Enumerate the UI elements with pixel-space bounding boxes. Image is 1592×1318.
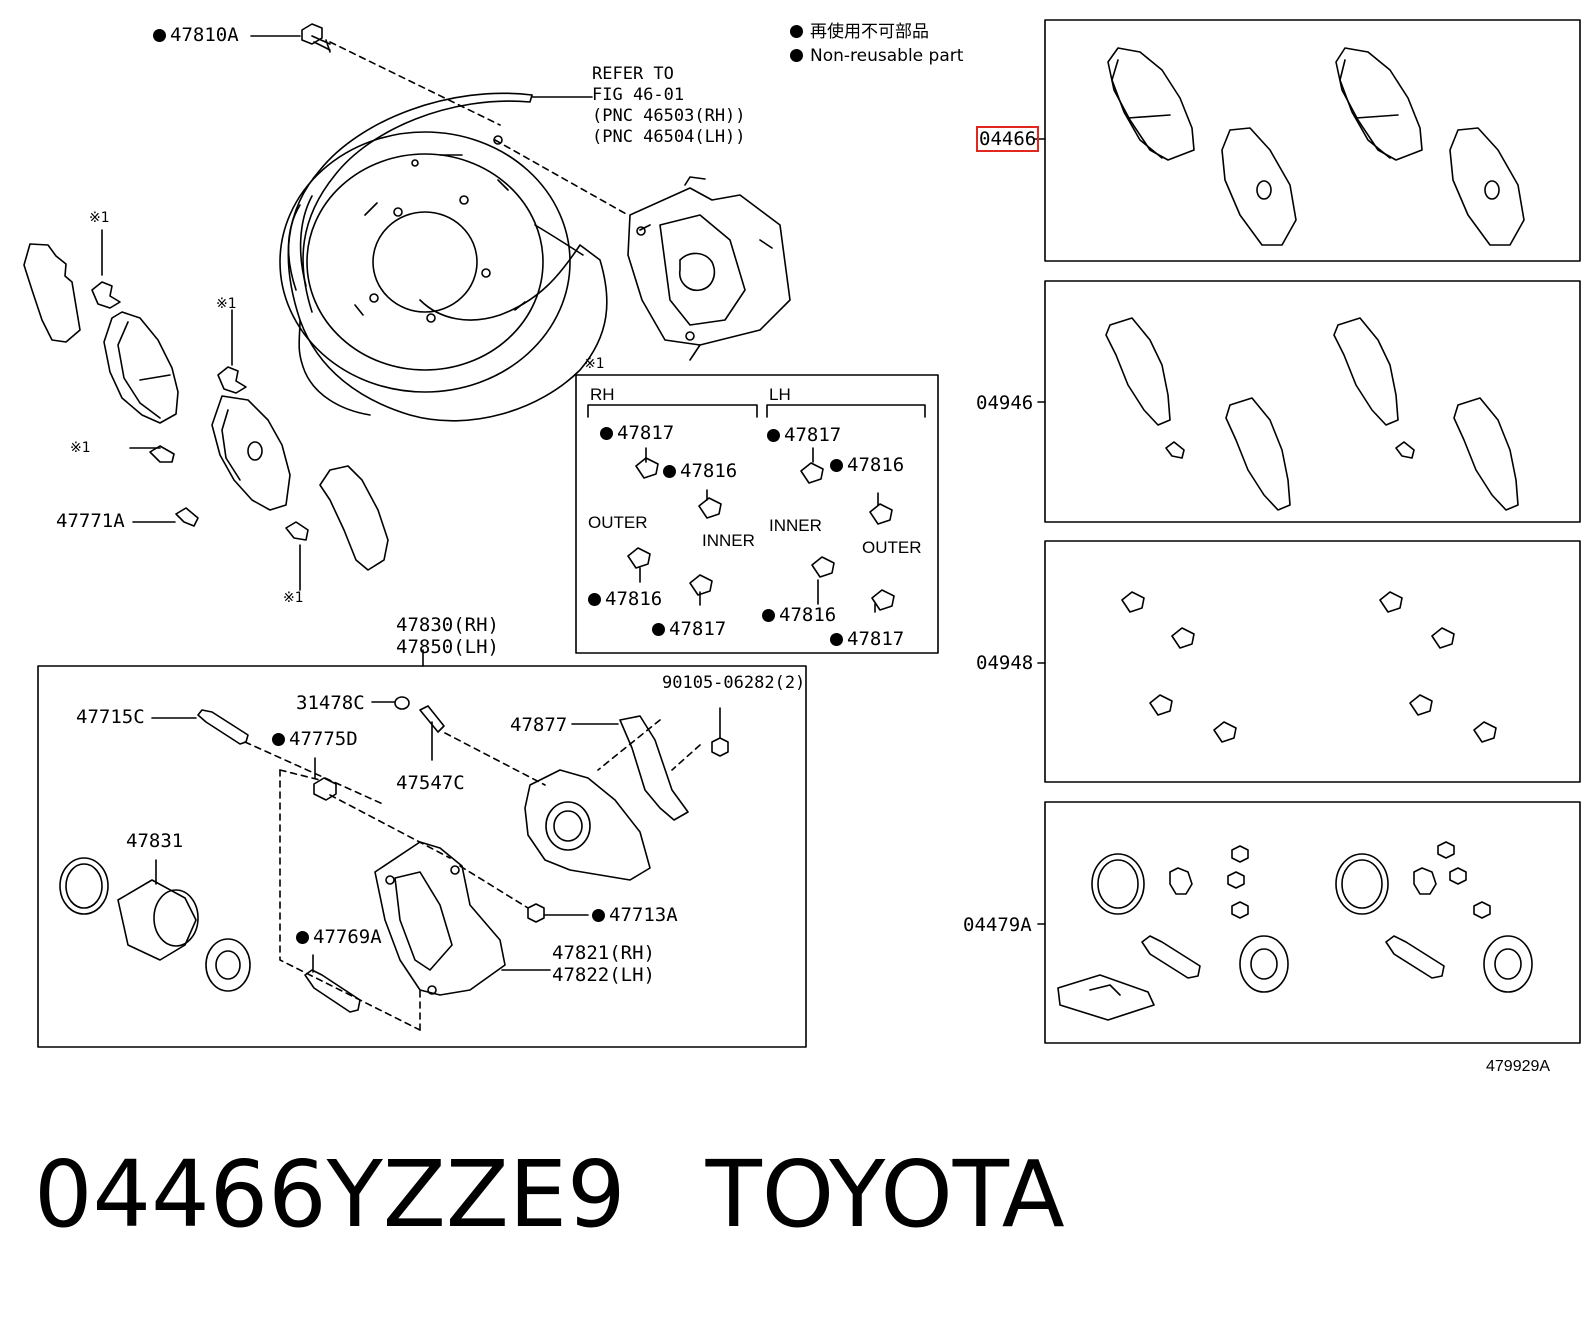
leader-lines-dashed [329, 41, 629, 216]
legend-non-reusable-en: Non-reusable part [790, 46, 963, 67]
detail-lh: LH [769, 385, 791, 404]
part-label-47771A: 47771A [56, 510, 125, 532]
kit-04948-clips [1121, 591, 1497, 743]
part-label-47810A: 47810A [153, 24, 239, 46]
part-label-47715C: 47715C [76, 706, 145, 728]
kit-box-04948 [1044, 540, 1581, 783]
detail-label-47817: 47817 [652, 618, 726, 640]
kit-box-04479A [1044, 801, 1581, 1044]
detail-label-47816: 47816 [762, 604, 836, 626]
detail-outer-left: OUTER [588, 513, 648, 532]
detail-label-47817: 47817 [767, 424, 841, 446]
caliper-outline-drawing [627, 176, 791, 361]
clip-detail-box [575, 374, 939, 654]
kit-box-04946 [1044, 280, 1581, 523]
detail-label-47816: 47816 [663, 460, 737, 482]
kit-label-04466-highlight: 04466 [976, 126, 1040, 152]
legend-en-text: Non-reusable part [810, 46, 964, 66]
disc-brake-dust-cover-drawing [279, 92, 608, 422]
reference-mark: ※1 [584, 356, 605, 372]
part-label-47775D: 47775D [272, 728, 358, 750]
part-label-31478C: 31478C [296, 692, 365, 714]
caliper-assembly-box [37, 665, 807, 1048]
figure-reference-code: 479929A [1486, 1058, 1551, 1075]
brake-pads-drawing [23, 243, 389, 571]
part-label-47822: 47822(LH) [552, 964, 655, 986]
kit-label-04948: 04948 [976, 652, 1034, 674]
part-label-47713A: 47713A [592, 904, 678, 926]
kit-box-04466 [1044, 19, 1581, 262]
kit-04946-shims [1105, 317, 1519, 511]
legend-non-reusable-jp: 再使用不可部品 [790, 22, 929, 43]
refer-line-2: FIG 46-01 [592, 85, 685, 105]
kit-04479A-seals [1057, 841, 1533, 1021]
detail-label-47817: 47817 [600, 422, 674, 444]
detail-outer-right: OUTER [862, 538, 922, 557]
caption-part-number: 04466YZZE9 [34, 1141, 626, 1248]
caption: 04466YZZE9 TOYOTA [34, 1140, 1065, 1250]
part-label-47547C: 47547C [396, 772, 465, 794]
caliper-leader-dashed [244, 719, 701, 1031]
part-label-47877: 47877 [510, 714, 568, 736]
detail-label-47816: 47816 [830, 454, 904, 476]
refer-line-1: REFER TO [592, 64, 674, 84]
kit-label-04479A: 04479A [963, 914, 1032, 936]
reference-mark: ※1 [89, 210, 110, 226]
part-label-47831: 47831 [126, 830, 184, 852]
caption-brand: TOYOTA [705, 1141, 1065, 1248]
part-label-47850: 47850(LH) [396, 636, 499, 658]
kit-04466-pads [1107, 47, 1525, 246]
refer-line-4: (PNC 46504(LH)) [592, 127, 746, 147]
part-label-47769A: 47769A [296, 926, 382, 948]
kit-label-04466: 04466 [976, 126, 1040, 152]
part-label-47830: 47830(RH) [396, 614, 499, 636]
leader-lines-solid [101, 35, 593, 591]
refer-line-3: (PNC 46503(RH)) [592, 106, 746, 126]
kit-label-04946: 04946 [976, 392, 1034, 414]
reference-mark: ※1 [70, 440, 91, 456]
detail-label-47816: 47816 [588, 588, 662, 610]
clip-detail-drawings [627, 447, 895, 613]
bullet-icon [790, 49, 803, 62]
detail-inner-left: INNER [702, 531, 755, 550]
reference-mark: ※1 [216, 296, 237, 312]
part-label-90105: 90105-06282(2) [662, 673, 806, 693]
bullet-icon [790, 25, 803, 38]
detail-label-47817: 47817 [830, 628, 904, 650]
bolt-47810A-drawing [301, 23, 331, 53]
reference-mark: ※1 [283, 590, 304, 606]
caliper-assembly-drawings [59, 696, 729, 1013]
detail-rh: RH [590, 385, 615, 404]
detail-inner-right: INNER [769, 516, 822, 535]
legend-jp-text: 再使用不可部品 [810, 22, 929, 42]
part-label-47821: 47821(RH) [552, 942, 655, 964]
